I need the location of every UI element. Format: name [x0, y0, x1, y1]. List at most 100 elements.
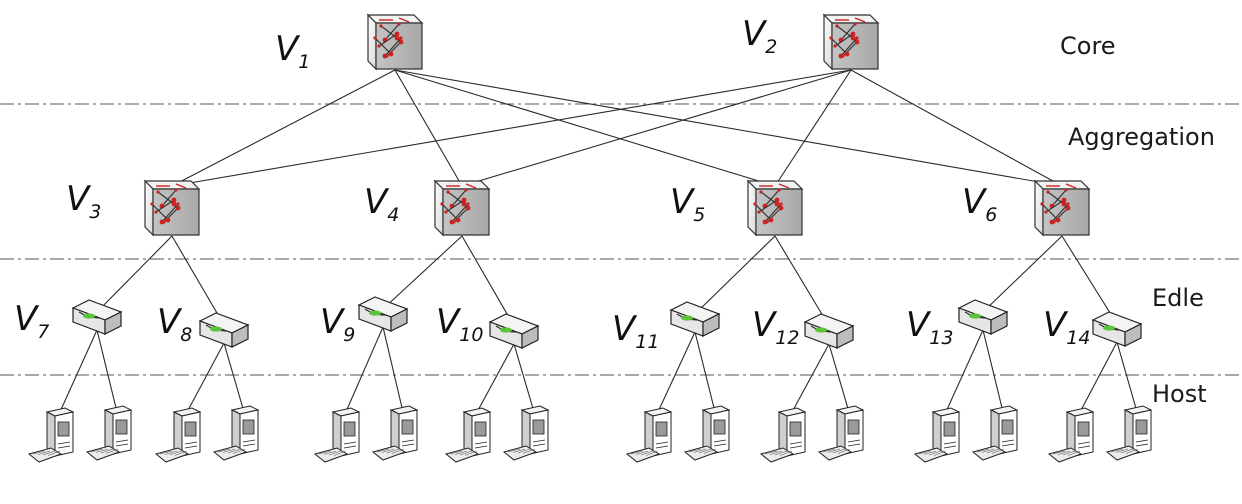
host-v11-1	[625, 407, 673, 463]
switch-arrows-icon	[829, 22, 860, 59]
link-v4-v9	[382, 235, 463, 310]
host-v13-2	[971, 405, 1019, 461]
host-v10-1	[444, 407, 492, 463]
host-link-v7-2	[96, 329, 118, 413]
node-label-subscript: 3	[89, 201, 101, 223]
host-v9-2	[371, 405, 419, 461]
node-label-base: V	[320, 302, 346, 342]
node-label-subscript: 7	[37, 321, 49, 343]
node-label-v10: V10	[436, 302, 483, 346]
node-label-subscript: 14	[1066, 327, 1090, 349]
switch-arrows-icon	[373, 22, 404, 59]
edge-switch-v14	[1091, 311, 1143, 347]
monitor-screen-icon	[184, 421, 197, 437]
host-v7-2	[85, 405, 133, 461]
link-v1-v6	[394, 69, 1063, 187]
monitor-screen-icon	[115, 419, 128, 435]
node-label-subscript: 9	[343, 324, 355, 346]
switch-v3	[143, 179, 201, 237]
switches	[71, 13, 1143, 349]
node-label-subscript: 2	[765, 36, 777, 58]
edge-switch-v12	[803, 313, 855, 349]
node-label-v5: V5	[670, 182, 705, 226]
monitor-screen-icon	[1001, 419, 1014, 435]
node-label-v12: V12	[752, 305, 799, 349]
edge-switch-v8	[198, 312, 250, 348]
monitor-screen-icon	[474, 421, 487, 437]
link-v1-v3	[171, 69, 396, 187]
status-led-icon	[969, 313, 981, 319]
node-label-v4: V4	[364, 182, 399, 226]
host-v11-2	[683, 405, 731, 461]
link-v2-v4	[461, 69, 852, 187]
host-link-v13-1	[944, 329, 984, 415]
link-v2-v5	[774, 69, 852, 187]
monitor-screen-icon	[1077, 421, 1090, 437]
switch-arrows-icon	[1040, 188, 1071, 225]
layer-label-aggregation: Aggregation	[1068, 123, 1215, 151]
switch-v6	[1033, 179, 1091, 237]
node-label-base: V	[906, 305, 932, 345]
links	[58, 69, 1138, 415]
host-link-v14-2	[1116, 341, 1138, 413]
node-label-subscript: 8	[180, 324, 192, 346]
node-label-subscript: 1	[298, 51, 310, 73]
switch-arrows-icon	[753, 188, 784, 225]
link-v2-v3	[171, 69, 852, 187]
monitor-screen-icon	[1135, 419, 1148, 435]
host-v10-2	[502, 405, 550, 461]
link-v6-v14	[1061, 235, 1118, 325]
host-link-v8-1	[185, 342, 225, 415]
switch-v5	[746, 179, 804, 237]
edge-switch-v11	[669, 301, 721, 337]
host-link-v11-1	[656, 331, 696, 415]
layer-label-host: Host	[1152, 380, 1207, 408]
node-label-subscript: 13	[929, 327, 953, 349]
node-label-subscript: 12	[775, 327, 799, 349]
monitor-screen-icon	[789, 421, 802, 437]
monitor-screen-icon	[242, 419, 255, 435]
status-led-icon	[681, 315, 693, 321]
host-link-v9-2	[382, 326, 404, 413]
host-v14-1	[1047, 407, 1095, 463]
monitor-screen-icon	[713, 419, 726, 435]
hosts	[27, 405, 1153, 463]
node-label-base: V	[612, 309, 638, 349]
layer-label-edge: Edle	[1152, 284, 1204, 312]
host-link-v10-2	[513, 343, 535, 413]
status-led-icon	[210, 326, 222, 332]
node-label-base: V	[275, 29, 301, 69]
host-link-v12-1	[790, 343, 830, 415]
monitor-screen-icon	[943, 421, 956, 437]
link-v1-v5	[394, 69, 776, 187]
node-label-base: V	[157, 302, 183, 342]
host-link-v10-1	[475, 343, 515, 415]
switch-arrows-icon	[150, 188, 181, 225]
status-led-icon	[815, 327, 827, 333]
switch-v2	[822, 13, 880, 71]
link-v5-v12	[774, 235, 830, 327]
host-link-v12-2	[828, 343, 850, 413]
host-v8-2	[212, 405, 260, 461]
monitor-screen-icon	[847, 419, 860, 435]
status-led-icon	[369, 310, 381, 316]
node-label-subscript: 10	[459, 324, 483, 346]
node-label-subscript: 5	[693, 204, 705, 226]
node-label-v11: V11	[612, 309, 659, 353]
node-label-base: V	[752, 305, 778, 345]
node-label-v14: V14	[1043, 305, 1090, 349]
host-link-v8-2	[223, 342, 245, 413]
host-v8-1	[154, 407, 202, 463]
node-label-subscript: 4	[387, 204, 399, 226]
node-label-v7: V7	[14, 299, 49, 343]
node-label-base: V	[670, 182, 696, 222]
host-v9-1	[313, 407, 361, 463]
host-v12-1	[759, 407, 807, 463]
host-link-v14-1	[1078, 341, 1118, 415]
edge-switch-v10	[488, 313, 540, 349]
host-link-v9-1	[344, 326, 384, 415]
link-v3-v8	[171, 235, 225, 326]
node-label-v1: V1	[275, 29, 310, 73]
node-label-base: V	[66, 179, 92, 219]
